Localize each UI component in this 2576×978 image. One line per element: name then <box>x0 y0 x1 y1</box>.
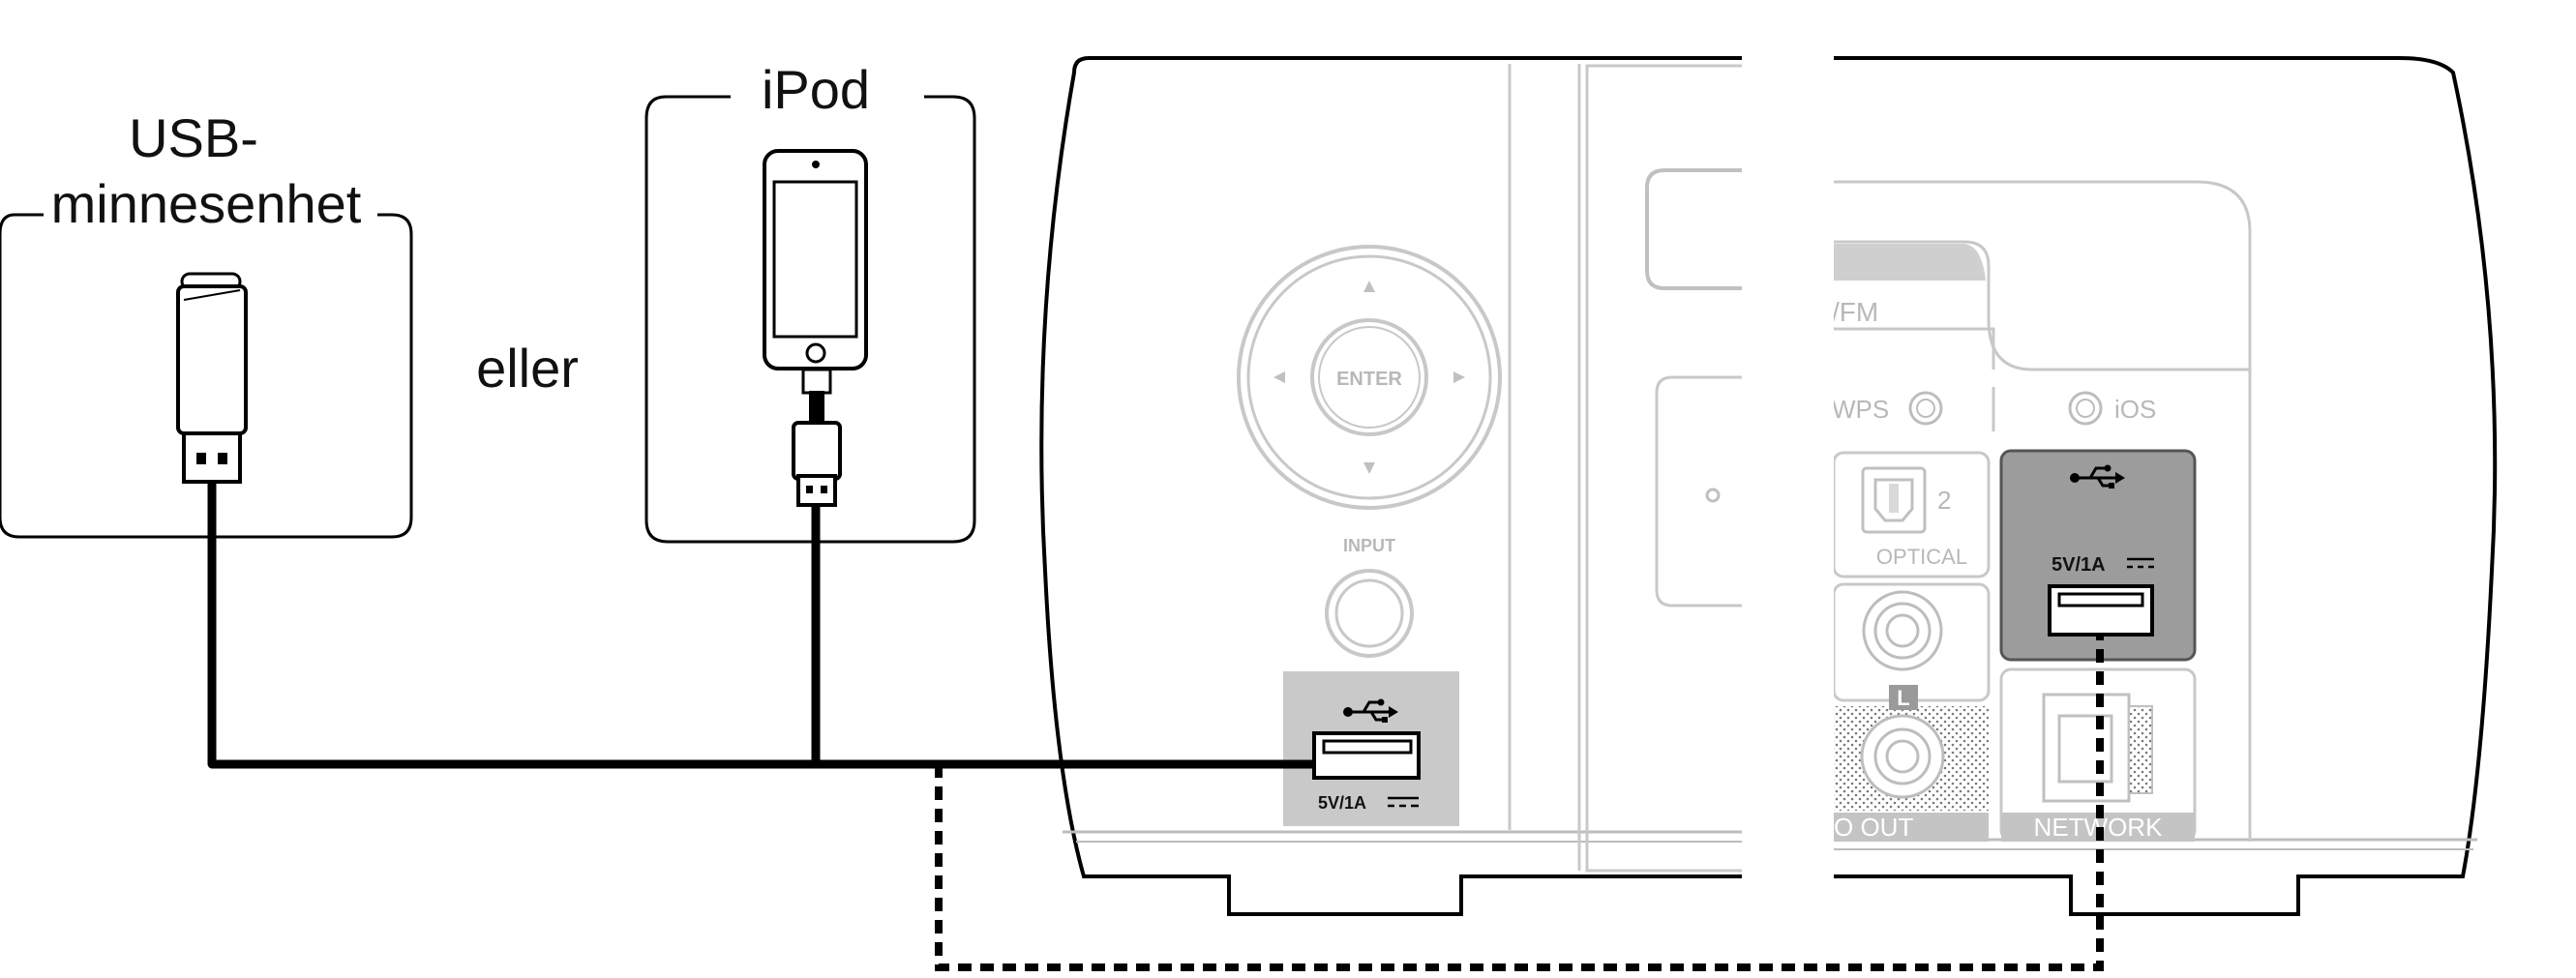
ios-label: iOS <box>2114 395 2156 424</box>
network-port[interactable] <box>2042 693 2153 803</box>
ipod-icon <box>763 149 868 370</box>
right-arrow-icon[interactable] <box>1453 371 1465 383</box>
ipod-label: iPod <box>762 59 870 120</box>
down-arrow-icon[interactable] <box>1363 462 1375 474</box>
usb-device-group: USB- minnesenhet <box>0 107 413 539</box>
dc-symbol-icon <box>1388 796 1419 808</box>
ipod-frame <box>644 95 976 544</box>
rear-usb-rating: 5V/1A <box>2052 554 2106 576</box>
audio-out-label: O OUT <box>1834 813 1913 842</box>
optical-number: 2 <box>1937 486 1951 515</box>
ios-button[interactable] <box>2068 391 2103 426</box>
enter-button-label[interactable]: ENTER <box>1336 369 1402 390</box>
usb-device-label-line2: minnesenhet <box>51 173 362 234</box>
rear-panel: /FM WPS iOS 2 OPTICAL L <box>1832 56 2498 916</box>
optical-label: OPTICAL <box>1876 545 1967 569</box>
front-usb-rating: 5V/1A <box>1318 793 1366 813</box>
rca-jack-upper[interactable] <box>1862 590 1943 671</box>
usb-icon <box>1343 698 1398 723</box>
ipod-group: iPod <box>644 59 976 544</box>
up-arrow-icon[interactable] <box>1363 281 1375 292</box>
rear-usb-panel: 5V/1A <box>1999 449 2197 662</box>
rear-band-label: /FM <box>1832 297 1878 327</box>
rear-usb-port[interactable] <box>2048 584 2154 637</box>
wps-label: WPS <box>1832 395 1889 424</box>
usb-cable-solid <box>207 482 1316 769</box>
usb-icon <box>2070 464 2125 489</box>
rca-jack-lower[interactable] <box>1860 714 1945 799</box>
usb-cable-dashed <box>935 635 2104 971</box>
input-label: INPUT <box>1343 536 1395 555</box>
dc-symbol-icon <box>2127 557 2154 569</box>
wps-button[interactable] <box>1908 391 1943 426</box>
optical-port[interactable] <box>1861 466 1927 534</box>
usb-device-frame <box>0 213 413 539</box>
navigation-dial[interactable]: ENTER <box>1237 245 1502 510</box>
left-arrow-icon[interactable] <box>1273 371 1285 383</box>
front-usb-port[interactable] <box>1312 731 1421 780</box>
usb-device-label-line1: USB- <box>129 107 258 168</box>
lightning-cable-icon <box>792 368 842 507</box>
left-channel-label: L <box>1897 686 1909 710</box>
or-label: eller <box>476 338 579 399</box>
front-panel: ENTER INPUT <box>1039 56 1742 916</box>
front-usb-panel: 5V/1A <box>1283 671 1459 826</box>
usb-stick-icon <box>176 272 248 484</box>
input-knob[interactable] <box>1325 569 1414 658</box>
